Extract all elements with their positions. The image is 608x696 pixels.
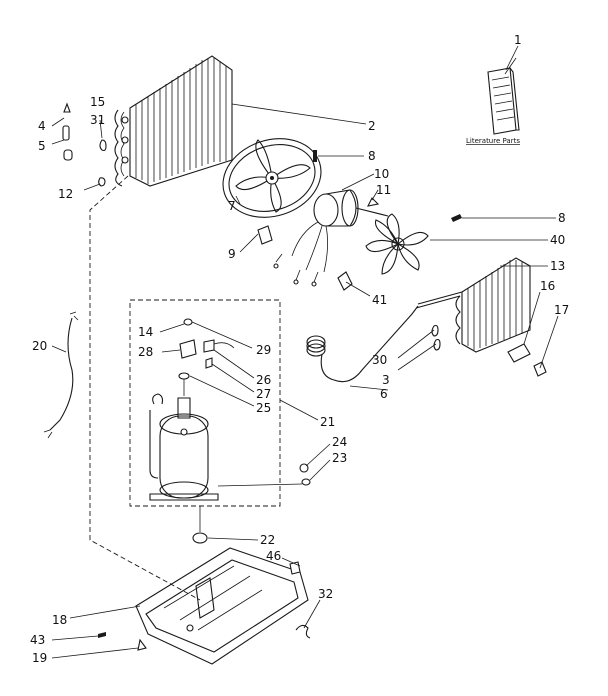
callout-13: 13 [550, 259, 565, 273]
callout-4: 4 [38, 119, 46, 133]
callout-9: 9 [228, 247, 236, 261]
part-23 [301, 478, 311, 486]
fan-motor [273, 189, 389, 287]
capillary-tube [306, 305, 419, 383]
part-32 [295, 624, 311, 639]
part-16 [507, 343, 531, 363]
callout-15: 15 [90, 95, 105, 109]
callout-28: 28 [138, 345, 153, 359]
assembly-guide [89, 175, 201, 601]
motor-nut [367, 197, 380, 207]
grommet-22 [192, 532, 208, 544]
callout-23: 23 [332, 451, 347, 465]
callout-16: 16 [540, 279, 555, 293]
callout-27: 27 [256, 387, 271, 401]
evaporator-coil [114, 55, 233, 187]
leader-lines [51, 45, 559, 659]
callout-2: 2 [368, 119, 376, 133]
propeller-fan [365, 213, 429, 275]
part-17 [533, 361, 547, 377]
callout-18: 18 [52, 613, 67, 627]
callout-8-upper: 8 [368, 149, 376, 163]
bracket-41 [337, 271, 353, 291]
condenser-coil [415, 257, 531, 353]
callout-14: 14 [138, 325, 153, 339]
callout-25: 25 [256, 401, 271, 415]
callout-7: 7 [228, 199, 236, 213]
compressor-terminal-parts [178, 318, 235, 396]
callout-46: 46 [266, 549, 281, 563]
callout-5: 5 [38, 139, 46, 153]
literature-parts-label: Literature Parts [466, 137, 520, 145]
callout-19: 19 [32, 651, 47, 665]
small-fittings-left [62, 102, 107, 187]
fan-clip [257, 225, 273, 245]
callout-22: 22 [260, 533, 275, 547]
callout-30: 30 [372, 353, 387, 367]
screw-upper [313, 150, 317, 162]
callout-6: 6 [380, 387, 388, 401]
callout-41: 41 [372, 293, 387, 307]
part-19 [137, 638, 147, 651]
callout-32: 32 [318, 587, 333, 601]
compressor [149, 393, 219, 501]
screw-right [451, 214, 462, 222]
callout-24: 24 [332, 435, 347, 449]
callout-10: 10 [374, 167, 389, 181]
callout-17: 17 [554, 303, 569, 317]
compressor-box [129, 299, 281, 507]
callout-3: 3 [382, 373, 390, 387]
callout-21: 21 [320, 415, 335, 429]
callout-31: 31 [90, 113, 105, 127]
literature-booklet [487, 57, 520, 135]
callout-26: 26 [256, 373, 271, 387]
base-pan [135, 547, 309, 665]
callout-43: 43 [30, 633, 45, 647]
wire-harness [43, 311, 79, 439]
callout-20: 20 [32, 339, 47, 353]
callout-8-right: 8 [558, 211, 566, 225]
callout-29: 29 [256, 343, 271, 357]
callout-11: 11 [376, 183, 391, 197]
callout-12: 12 [58, 187, 73, 201]
callout-40: 40 [550, 233, 565, 247]
callout-1: 1 [514, 33, 522, 47]
fan-shroud [222, 138, 322, 218]
screw-43 [98, 632, 106, 638]
callout-numbers: 1 2 3 4 5 6 7 8 8 9 10 11 12 13 14 15 16… [30, 33, 569, 665]
